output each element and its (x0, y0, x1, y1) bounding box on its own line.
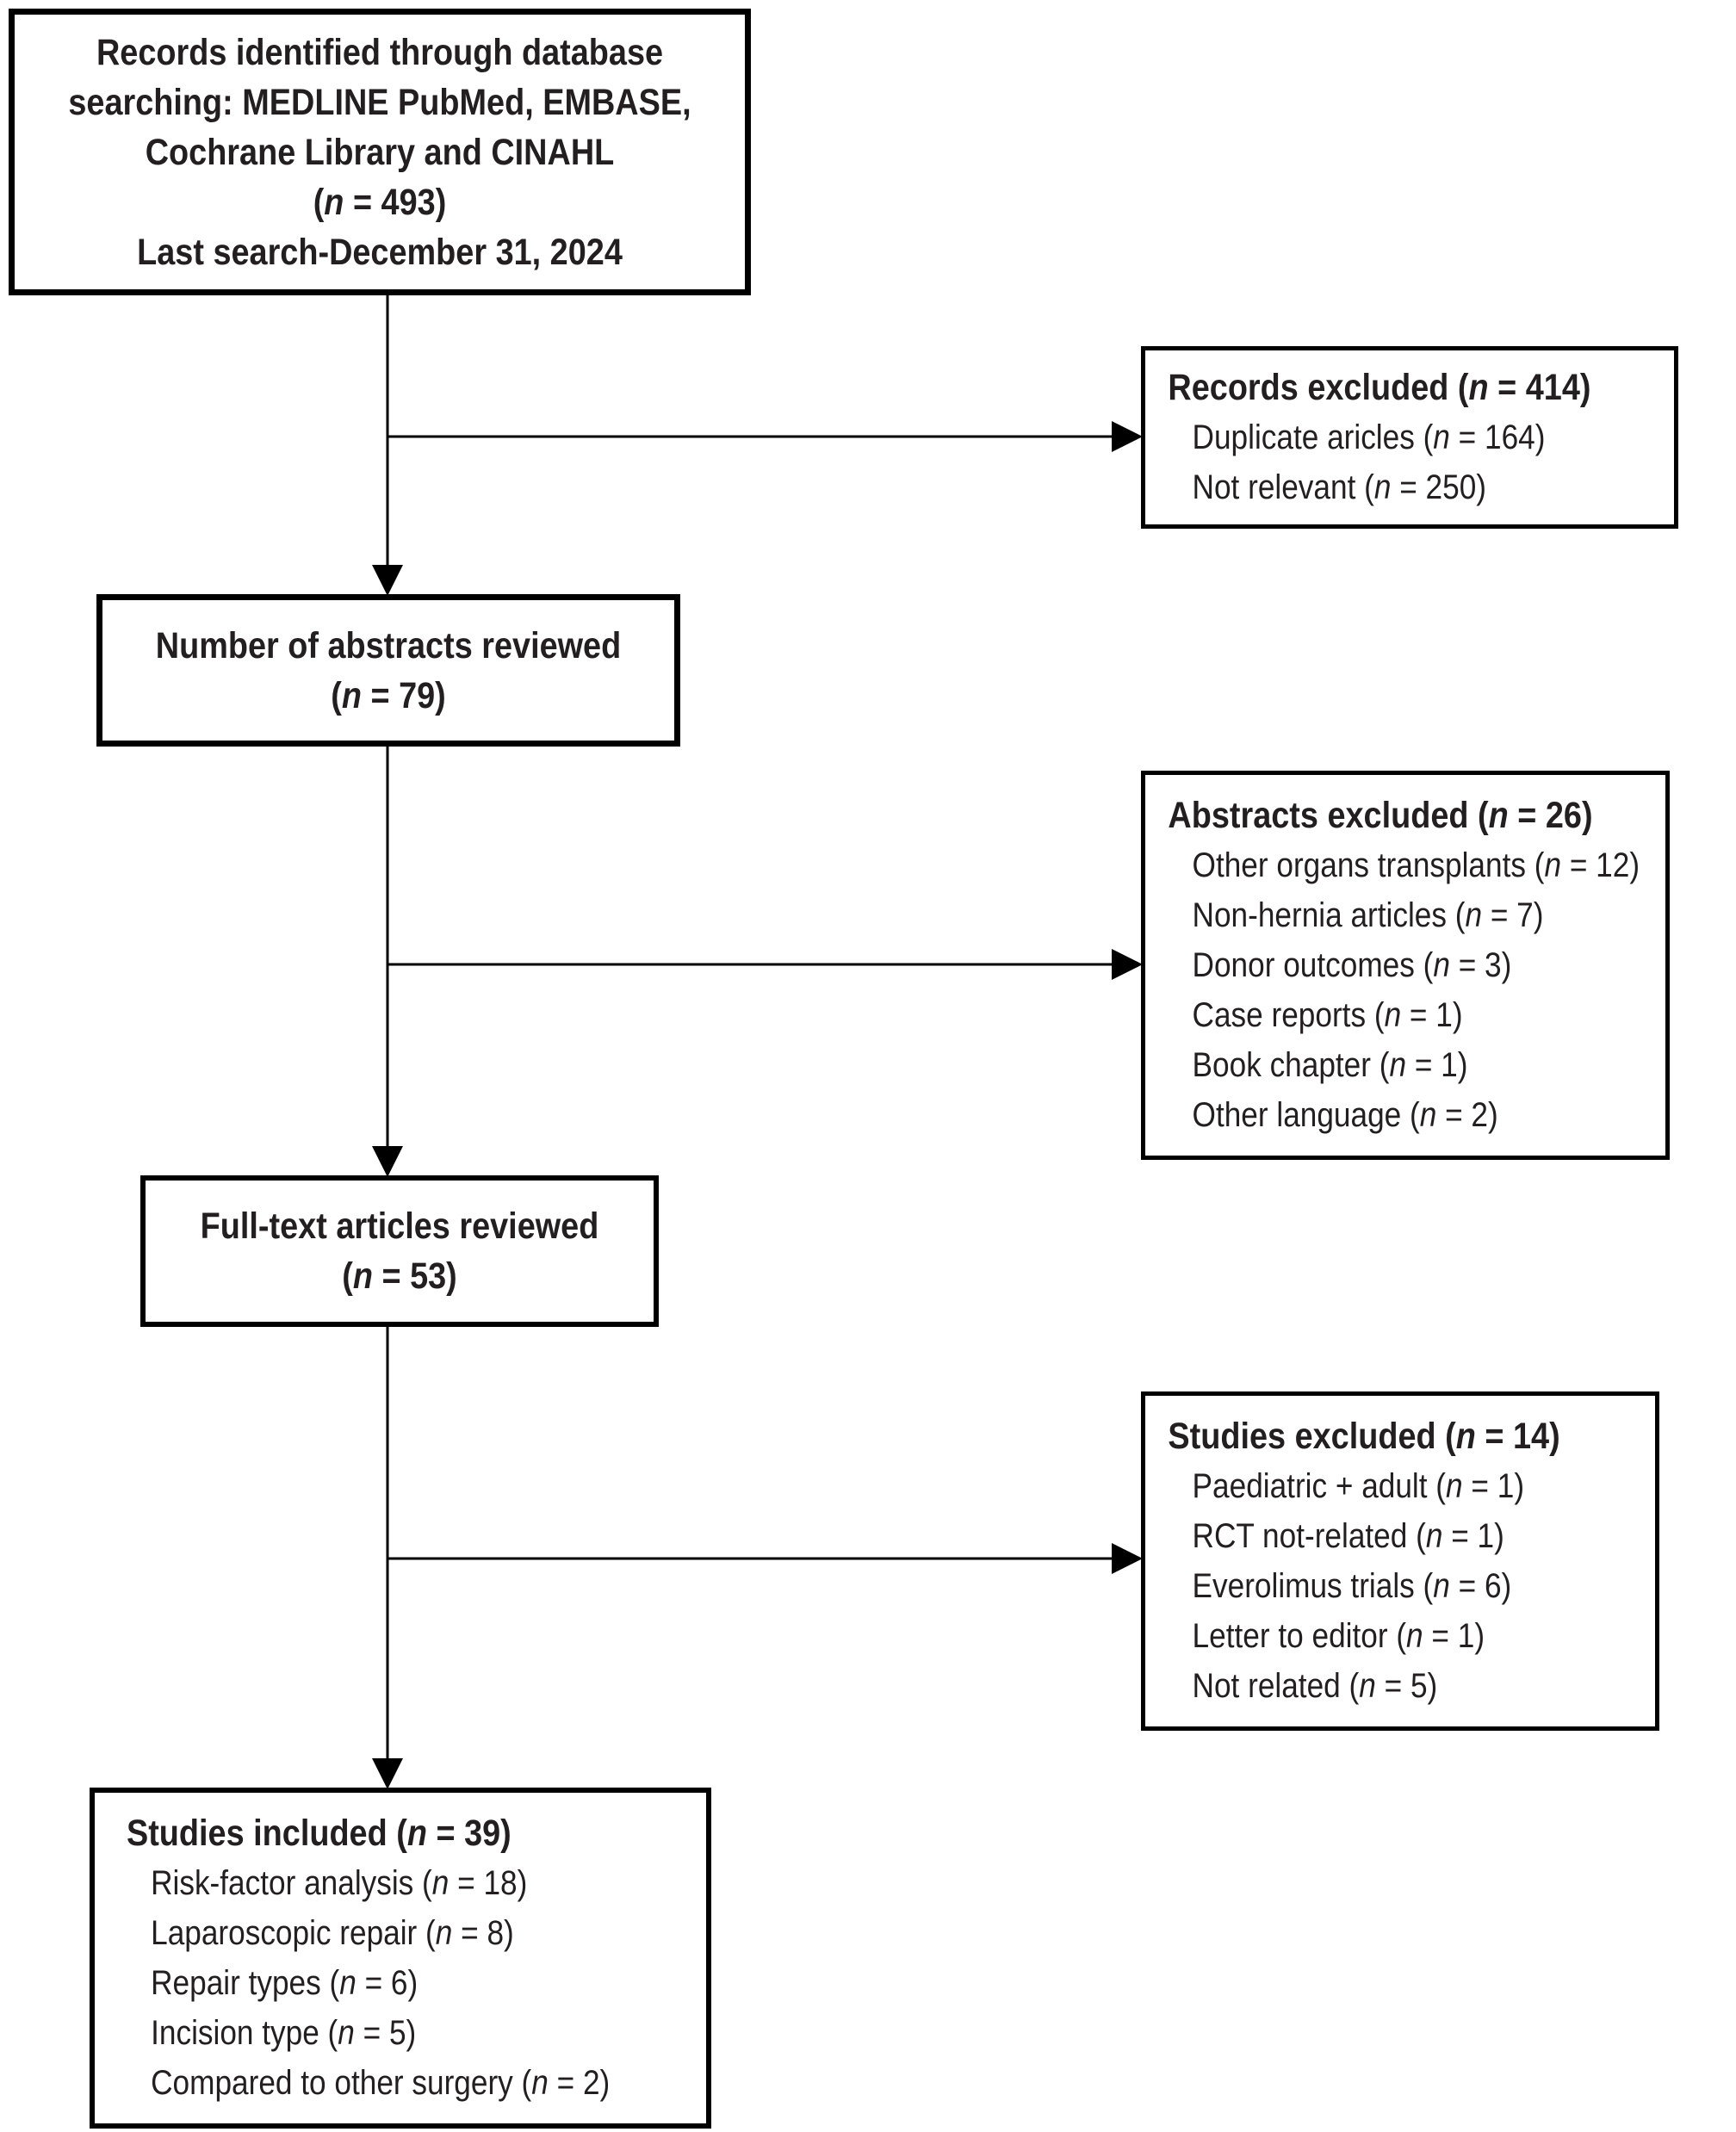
box-text-line: Full-text articles reviewed (200, 1205, 599, 1247)
box-list-item: Other organs transplants (n = 12) (1192, 846, 1640, 884)
box-list-item: Other language (n = 2) (1192, 1096, 1498, 1134)
box-list-item: Everolimus trials (n = 6) (1192, 1567, 1512, 1605)
arrowhead-right-icon (1112, 1543, 1143, 1574)
box-header: Studies excluded (n = 14) (1168, 1416, 1560, 1457)
box-header: Studies included (n = 39) (126, 1813, 512, 1854)
box-list-item: Non-hernia articles (n = 7) (1192, 896, 1544, 934)
box-text-line: Cochrane Library and CINAHL (145, 131, 615, 173)
box-list-item: Case reports (n = 1) (1192, 996, 1463, 1034)
box-abstracts-excluded: Abstracts excluded (n = 26) Other organs… (1141, 771, 1670, 1160)
box-studies-included: Studies included (n = 39) Risk-factor an… (90, 1788, 711, 2129)
box-text-line: Records identified through database (96, 31, 664, 73)
arrowhead-right-icon (1112, 949, 1143, 980)
box-list-item: Repair types (n = 6) (151, 1964, 418, 2002)
box-fulltext-reviewed: Full-text articles reviewed (n = 53) (140, 1175, 659, 1327)
box-text-line: Last search-December 31, 2024 (137, 231, 623, 273)
box-text-line: Number of abstracts reviewed (155, 624, 622, 666)
box-list-item: Risk-factor analysis (n = 18) (151, 1864, 528, 1902)
box-header: Records excluded (n = 414) (1168, 367, 1591, 408)
box-studies-excluded: Studies excluded (n = 14) Paediatric + a… (1141, 1391, 1659, 1731)
arrowhead-down-icon (372, 565, 403, 596)
box-abstracts-reviewed: Number of abstracts reviewed (n = 79) (96, 594, 680, 747)
box-list-item: Duplicate aricles (n = 164) (1192, 418, 1546, 456)
box-list-item: Paediatric + adult (n = 1) (1192, 1467, 1525, 1505)
box-list-item: Donor outcomes (n = 3) (1192, 946, 1512, 984)
box-text-line: searching: MEDLINE PubMed, EMBASE, (68, 81, 691, 123)
arrowhead-down-icon (372, 1146, 403, 1177)
box-list-item: Not relevant (n = 250) (1192, 468, 1487, 506)
box-records-identified: Records identified through database sear… (9, 9, 751, 295)
box-list-item: Letter to editor (n = 1) (1192, 1617, 1485, 1655)
box-list-item: Book chapter (n = 1) (1192, 1046, 1468, 1084)
box-text-line: (n = 79) (331, 674, 446, 716)
arrowhead-down-icon (372, 1758, 403, 1789)
box-header: Abstracts excluded (n = 26) (1168, 795, 1593, 836)
box-list-item: Compared to other surgery (n = 2) (151, 2064, 611, 2102)
box-list-item: Incision type (n = 5) (151, 2014, 417, 2052)
box-list-item: Not related (n = 5) (1192, 1667, 1438, 1705)
box-list-item: RCT not-related (n = 1) (1192, 1517, 1504, 1555)
box-text-line: (n = 53) (342, 1255, 457, 1297)
arrowhead-right-icon (1112, 421, 1143, 452)
box-text-line: (n = 493) (313, 181, 447, 223)
box-list-item: Laparoscopic repair (n = 8) (151, 1914, 514, 1952)
box-records-excluded: Records excluded (n = 414) Duplicate ari… (1141, 346, 1678, 529)
